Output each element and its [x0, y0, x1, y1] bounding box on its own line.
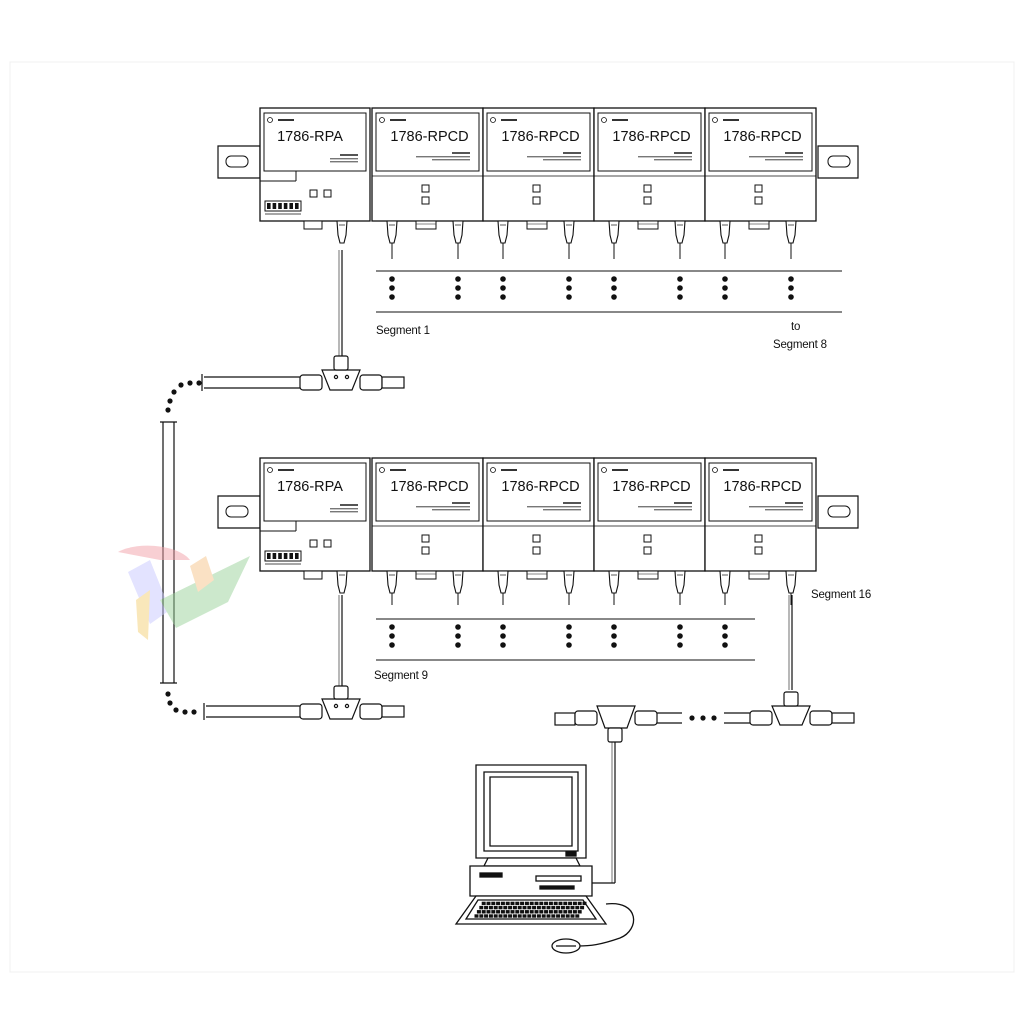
adapter-module-1786-rpa: 1786-RPA [259, 107, 371, 244]
device-dots [788, 276, 794, 300]
rack-row-2: 1786-RPA 1786-RPCD 1786-RPCD 1786-RPCD 1786-… [217, 457, 859, 661]
repeater-label: 1786-RPCD [390, 479, 468, 495]
drop-connector [674, 570, 686, 605]
tap-4 [554, 705, 682, 743]
drop-connector [719, 570, 731, 605]
drop-connector [785, 220, 797, 259]
drop-connector [336, 220, 348, 244]
tap-2 [299, 685, 405, 720]
segment-8-label: Segment 8 [773, 339, 827, 351]
repeater-label: 1786-RPCD [501, 479, 579, 495]
repeater-label: 1786-RPCD [723, 129, 801, 145]
drop-connector [497, 220, 509, 259]
device-dots [566, 276, 572, 300]
device-dots [455, 276, 461, 300]
trunk-cable-2 [203, 595, 343, 720]
device-dots [677, 624, 683, 648]
watermark-logo [118, 545, 250, 640]
drop-connector [608, 570, 620, 605]
device-dots [389, 624, 395, 648]
drop-connector [386, 570, 398, 605]
segment-1-label: Segment 1 [376, 325, 430, 337]
drop-connector [719, 220, 731, 259]
device-dots [722, 276, 728, 300]
repeater-label: 1786-RPCD [612, 479, 690, 495]
device-dots [455, 624, 461, 648]
drop-connector [452, 220, 464, 259]
adapter-label: 1786-RPA [277, 479, 343, 495]
terminal-block [264, 200, 302, 212]
device-dots [566, 624, 572, 648]
computer-icon [454, 764, 635, 954]
device-dots [722, 624, 728, 648]
repeater-label: 1786-RPCD [612, 129, 690, 145]
diagram-frame [9, 61, 1015, 973]
repeater-module-1786-rpcd: 1786-RPCD [371, 457, 484, 648]
repeater-module-1786-rpcd: 1786-RPCD [371, 107, 484, 300]
trunk-cable-1 [201, 250, 343, 391]
segment-16-label: Segment 16 [811, 589, 871, 601]
repeater-label: 1786-RPCD [501, 129, 579, 145]
rack-row-1: 1786-RPA 1786-RPCD 1786-RPCD 1786-RPCD 1786-… [217, 107, 859, 313]
segment-bus-lines [376, 270, 842, 313]
repeater-label: 1786-RPCD [390, 129, 468, 145]
repeater-label: 1786-RPCD [723, 479, 801, 495]
drop-connector [386, 220, 398, 259]
device-dots [611, 624, 617, 648]
segment-bus-lines [376, 618, 755, 661]
to-label: to [791, 321, 800, 333]
repeater-module-1786-rpcd: 1786-RPCD [482, 457, 595, 648]
device-dots [389, 276, 395, 300]
adapter-label: 1786-RPA [277, 129, 343, 145]
adapter-module-1786-rpa: 1786-RPA [259, 457, 371, 594]
terminal-block [264, 550, 302, 562]
tap-3 [724, 691, 855, 726]
repeater-module-1786-rpcd: 1786-RPCD [704, 457, 817, 648]
repeater-module-1786-rpcd: 1786-RPCD [704, 107, 817, 300]
device-dots [677, 276, 683, 300]
keyboard-keys [474, 901, 587, 918]
segment-16-drop [788, 595, 793, 690]
drop-connector [563, 220, 575, 259]
drop-connector [608, 220, 620, 259]
dotted-link-right [689, 715, 717, 721]
dotted-link-lower [165, 691, 197, 715]
device-dots [611, 276, 617, 300]
repeater-module-1786-rpcd: 1786-RPCD [482, 107, 595, 300]
din-rail [217, 145, 859, 179]
tap-1 [299, 355, 405, 391]
device-dots [500, 624, 506, 648]
drop-connector [336, 570, 348, 594]
drop-connector [785, 570, 797, 605]
dotted-link-upper [165, 380, 202, 413]
repeater-module-1786-rpcd: 1786-RPCD [593, 457, 706, 648]
drop-connector [674, 220, 686, 259]
drop-connector [497, 570, 509, 605]
drop-connector [452, 570, 464, 605]
repeater-module-1786-rpcd: 1786-RPCD [593, 107, 706, 300]
drop-connector [563, 570, 575, 605]
device-dots [500, 276, 506, 300]
segment-9-label: Segment 9 [374, 670, 428, 682]
